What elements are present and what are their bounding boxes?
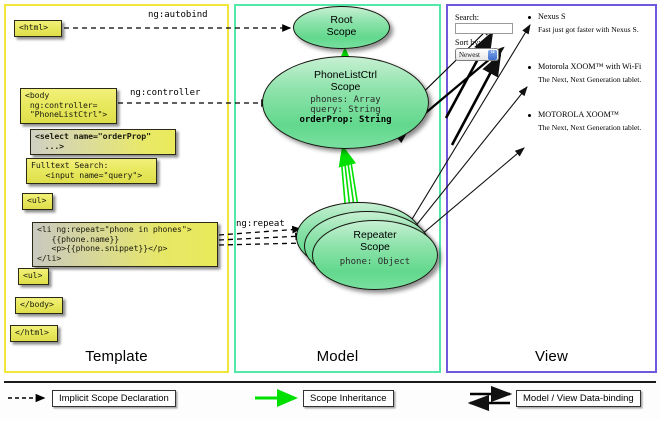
- code-box-html-open: <html>: [14, 20, 62, 37]
- phone-snippet: The Next, Next Generation tablet.: [538, 123, 642, 132]
- scope-phonelistctrl-props: phones: Array query: String orderProp: S…: [263, 95, 428, 126]
- code-box-ul-open: <ul>: [22, 193, 53, 210]
- connector-label-ng-autobind: ng:autobind: [148, 10, 208, 20]
- code-box-fulltext-search: Fulltext Search: <input name="query">: [26, 158, 157, 185]
- scope-repeater-title-2: Scope: [360, 241, 390, 253]
- phone-name: Nexus S: [538, 12, 566, 21]
- search-input[interactable]: [455, 23, 513, 34]
- scope-repeater-prop-phone: phone: Object: [339, 257, 411, 267]
- phone-name: MOTOROLA XOOM™: [538, 110, 619, 119]
- view-sort-label: Sort by:: [455, 38, 481, 47]
- code-box-body-open: <body ng:controller= "PhoneListCtrl">: [20, 88, 117, 124]
- scope-phonelistctrl: PhoneListCtrl Scope phones: Array query:…: [262, 56, 429, 149]
- code-box-select-tag: <select name="orderProp" ...>: [30, 129, 176, 156]
- sort-by-select[interactable]: Newest ⇅: [455, 48, 499, 61]
- view-search-label: Search:: [455, 13, 479, 22]
- bullet-icon: [528, 66, 531, 69]
- phone-snippet: Fast just got faster with Nexus S.: [538, 25, 639, 34]
- legend-glyph-double: [467, 385, 513, 412]
- panel-template: Template: [4, 4, 229, 373]
- code-box-ul-close: <ul>: [18, 268, 49, 285]
- code-box-li-repeat: <li ng:repeat="phone in phones"> {{phone…: [32, 222, 218, 268]
- legend-scope-inheritance: Scope Inheritance: [303, 390, 394, 407]
- scope-phonelistctrl-title-2: Scope: [330, 81, 361, 93]
- code-box-body-close: </body>: [15, 297, 63, 314]
- bullet-icon: [528, 16, 531, 19]
- scope-repeater-title-1: Repeater: [353, 229, 397, 241]
- phone-name: Motorola XOOM™ with Wi-Fi: [538, 62, 642, 71]
- scope-root-title-1: Root: [330, 14, 353, 26]
- legend-divider: [4, 381, 656, 383]
- scope-phonelistctrl-title-1: PhoneListCtrl: [313, 69, 378, 81]
- code-box-html-close: </html>: [10, 325, 58, 342]
- legend-implicit-scope-declaration: Implicit Scope Declaration: [52, 390, 176, 407]
- connector-label-ng-repeat: ng:repeat: [236, 219, 285, 229]
- connector-label-ng-controller: ng:controller: [130, 88, 201, 98]
- phone-snippet: The Next, Next Generation tablet.: [538, 75, 642, 84]
- panel-model-label: Model: [316, 348, 359, 365]
- sort-by-selected-value: Newest: [459, 51, 480, 59]
- scope-prop-query: query: String: [310, 105, 381, 116]
- legend-model-view-databinding: Model / View Data-binding: [516, 390, 641, 407]
- panel-view-label: View: [534, 348, 569, 365]
- panel-template-label: Template: [85, 348, 148, 365]
- scope-prop-orderprop: orderProp: String: [299, 115, 392, 126]
- scope-root-title-2: Scope: [326, 26, 357, 38]
- bullet-icon: [528, 114, 531, 117]
- scope-root: Root Scope: [293, 6, 390, 49]
- scope-prop-phones: phones: Array: [310, 95, 381, 105]
- chevron-updown-icon: ⇅: [488, 49, 497, 60]
- scope-repeater: Repeater Scope phone: Object: [312, 220, 438, 290]
